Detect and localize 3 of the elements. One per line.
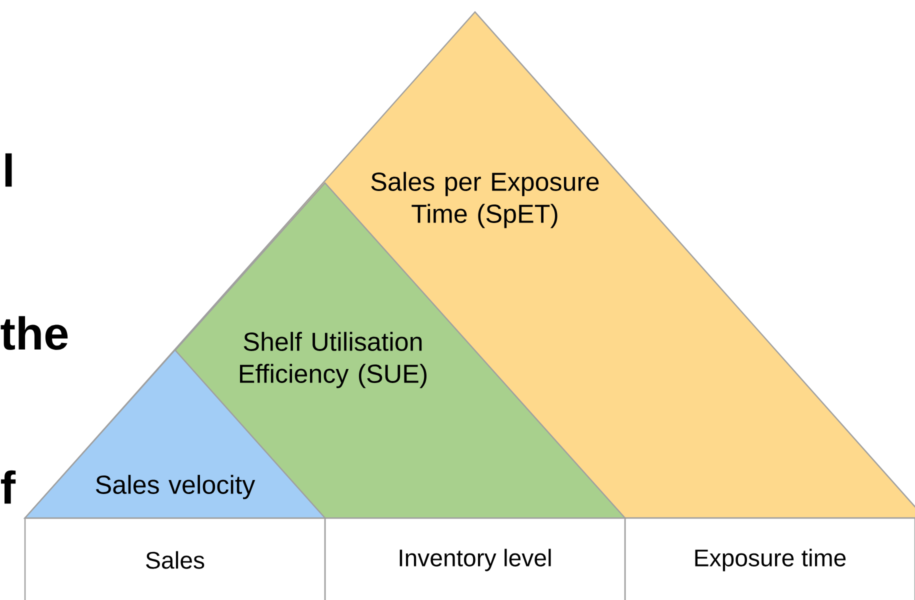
cut-off-text: l [5,153,12,187]
cut-off-text: f [0,470,16,504]
table-cell: Exposure time [624,517,915,600]
